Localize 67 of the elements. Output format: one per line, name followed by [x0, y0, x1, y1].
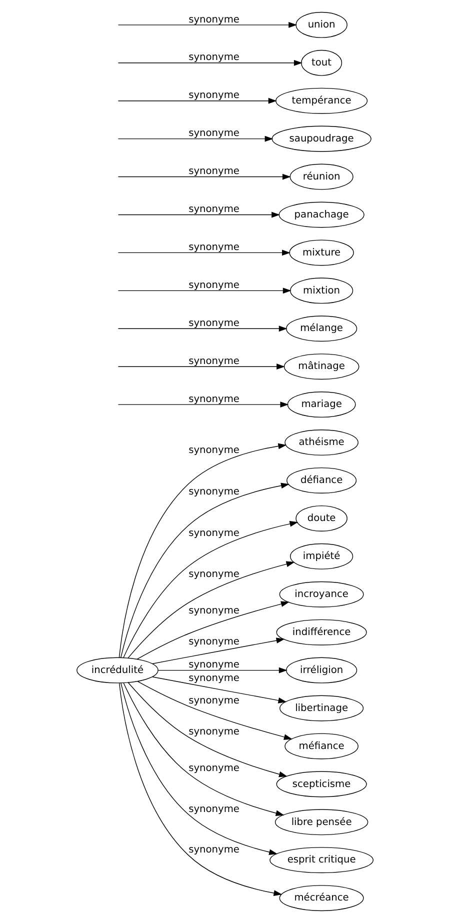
node-ellipse: mélange	[286, 316, 358, 342]
arrow	[136, 601, 290, 660]
node-ellipse: irréligion	[286, 657, 358, 684]
node-ellipse: impiété	[290, 543, 354, 570]
arrow	[118, 326, 288, 332]
edge-label: synonyme	[188, 660, 240, 671]
node-ellipse: tout	[301, 50, 342, 76]
edge-label: synonyme	[188, 726, 240, 738]
edge-label: synonyme	[188, 356, 240, 367]
node-ellipse: réunion	[290, 164, 354, 190]
node-ellipse: doute	[296, 505, 348, 532]
node-ellipse: mixtion	[290, 278, 354, 304]
arrow	[128, 682, 288, 778]
arrow	[158, 667, 288, 674]
arrow	[128, 561, 295, 658]
arrow	[120, 482, 290, 658]
arrow	[118, 174, 291, 180]
edge-label: synonyme	[188, 695, 240, 706]
arrow	[118, 60, 302, 66]
edge-label: synonyme	[188, 90, 240, 102]
arrow	[118, 136, 274, 142]
edge-label: synonyme	[188, 486, 240, 498]
edge-label: synonyme	[188, 52, 240, 64]
edge-label: synonyme	[188, 280, 240, 291]
edge-label: synonyme	[188, 528, 240, 540]
edge-label: synonyme	[188, 568, 240, 580]
node-ellipse: panachage	[278, 202, 364, 228]
edge-label: synonyme	[188, 242, 240, 254]
node-ellipse: défiance	[286, 467, 357, 494]
arrow	[118, 250, 290, 256]
node-ellipse: mixture	[289, 240, 354, 266]
node-ellipse: mariage	[287, 392, 356, 418]
arrow	[118, 443, 287, 658]
edge-label: synonyme	[188, 14, 240, 26]
arrow	[152, 676, 287, 704]
node-ellipse: athéisme	[284, 430, 358, 456]
node-ellipse: libertinage	[280, 695, 364, 722]
arrow	[118, 212, 280, 218]
node-ellipse: mâtinage	[284, 354, 360, 380]
edge-label: synonyme	[188, 844, 240, 856]
node-ellipse: saupoudrage	[272, 126, 372, 152]
arrow	[137, 681, 292, 740]
edge-label: synonyme	[188, 636, 240, 648]
arrow	[118, 364, 286, 370]
edge-label: synonyme	[188, 318, 240, 329]
edge-label: synonyme	[188, 128, 240, 140]
edge-label: synonyme	[188, 394, 240, 405]
edge-label: synonyme	[188, 762, 240, 774]
arrow	[118, 288, 292, 294]
node-ellipse: union	[296, 12, 348, 38]
arrow	[152, 638, 285, 664]
edge-label: synonyme	[188, 204, 240, 216]
arrow	[118, 98, 277, 104]
edge-label: synonyme	[188, 166, 240, 178]
node-ellipse: incrédulité	[76, 657, 158, 684]
arrow	[118, 682, 282, 896]
arrow	[118, 402, 289, 408]
arrow	[123, 682, 284, 816]
node-ellipse: tempérance	[276, 88, 368, 114]
arrow	[118, 22, 298, 28]
edge-label: synonyme	[188, 672, 240, 684]
node-ellipse: mécréance	[279, 885, 364, 912]
edge-label: synonyme	[188, 605, 240, 616]
arrow	[120, 682, 278, 855]
arrow	[123, 520, 298, 658]
edge-label: synonyme	[188, 804, 240, 815]
edge-label: synonyme	[188, 445, 240, 456]
